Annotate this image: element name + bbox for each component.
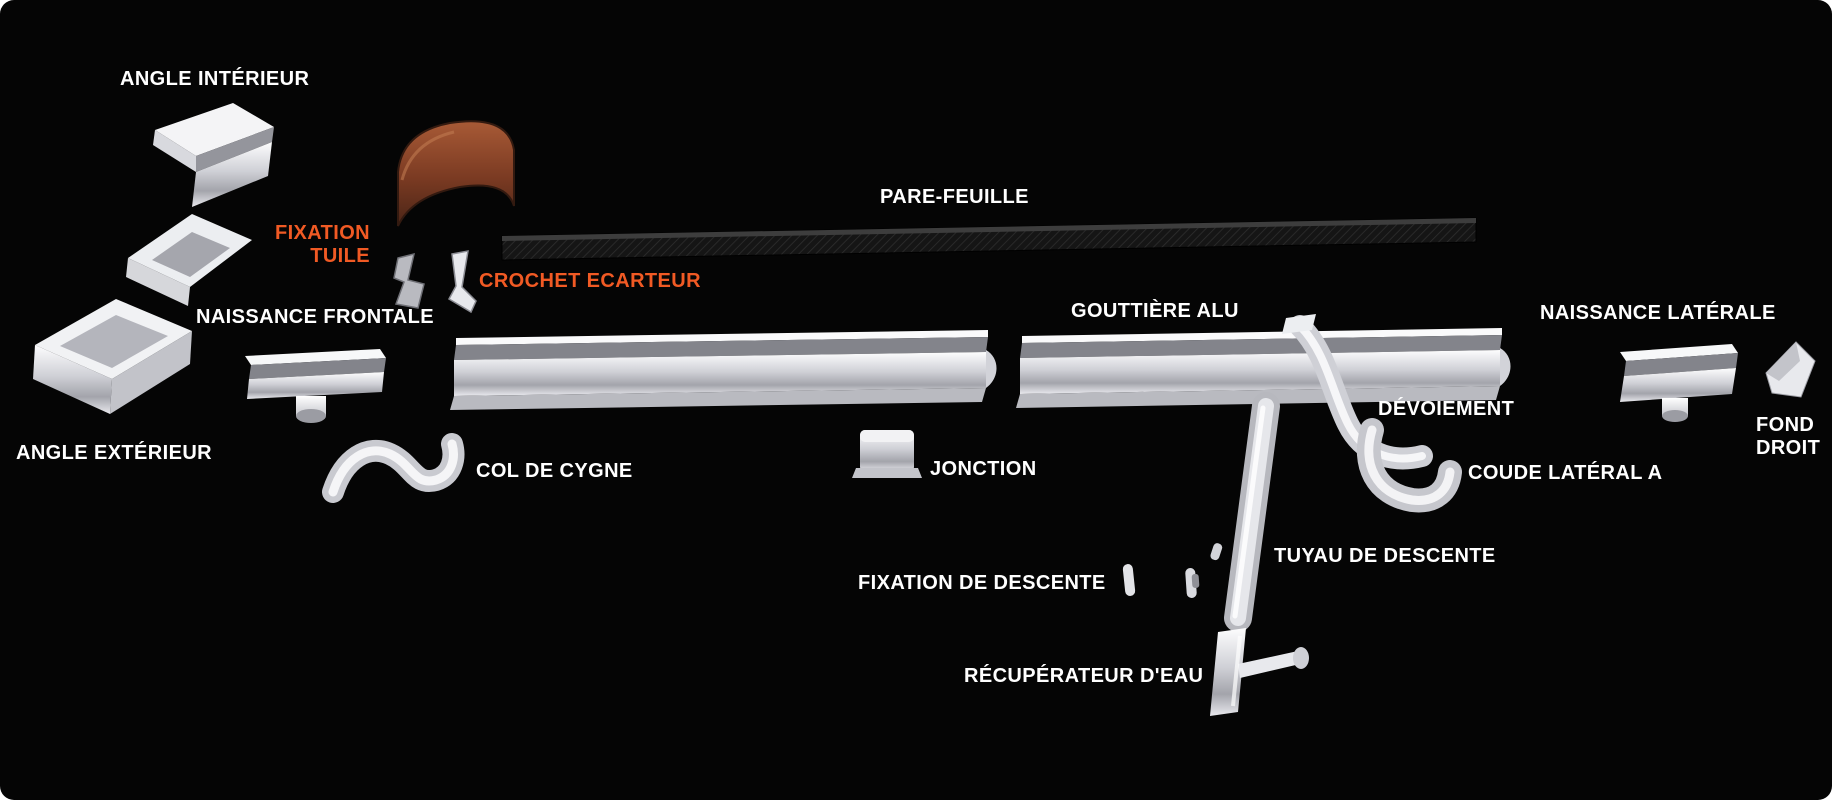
label-angle-exterieur: ANGLE EXTÉRIEUR: [16, 442, 213, 464]
label-pare-feuille: PARE-FEUILLE: [880, 186, 1029, 208]
roof-tile-part: [397, 120, 515, 227]
recuperateur-deau-part: [1210, 628, 1309, 716]
label-coude-lateral-a: COUDE LATÉRAL A: [1468, 462, 1663, 484]
label-recuperateur-deau: RÉCUPÉRATEUR D'EAU: [964, 665, 1204, 687]
angle-v-piece: [126, 214, 252, 306]
angle-exterieur-part: [33, 299, 192, 414]
label-tuyau-de-descente: TUYAU DE DESCENTE: [1274, 545, 1496, 567]
jonction-part: [852, 430, 922, 478]
crochet-ecarteur-part: [447, 250, 477, 314]
label-devoiement: DÉVOIEMENT: [1378, 398, 1515, 420]
naissance-frontale-part: [245, 349, 386, 423]
devoiement-part: [1282, 314, 1433, 470]
fixation-tuile-part: [393, 252, 425, 309]
col-de-cygne-part: [322, 433, 465, 503]
label-naissance-laterale: NAISSANCE LATÉRALE: [1540, 302, 1776, 324]
pare-feuille-part: [501, 217, 1477, 261]
label-angle-interieur: ANGLE INTÉRIEUR: [120, 68, 310, 90]
fond-droit-part: [1765, 341, 1816, 398]
label-fixation-de-descente: FIXATION DE DESCENTE: [858, 572, 1106, 594]
label-crochet-ecarteur: CROCHET ECARTEUR: [479, 270, 701, 292]
label-col-de-cygne: COL DE CYGNE: [476, 460, 633, 482]
gouttiere-right-part: [1016, 328, 1511, 408]
fixation-de-descente-part: [1122, 543, 1223, 598]
label-jonction: JONCTION: [930, 458, 1037, 480]
coude-lateral-a-part: [1356, 418, 1462, 513]
angle-interieur-part: [153, 103, 274, 207]
label-fixation-tuile: FIXATION TUILE: [274, 222, 370, 267]
label-gouttiere-alu: GOUTTIÈRE ALU: [1071, 300, 1239, 322]
label-naissance-frontale: NAISSANCE FRONTALE: [196, 306, 434, 328]
gouttiere-left-part: [450, 330, 997, 410]
label-fond-droit: FOND DROIT: [1756, 414, 1821, 459]
naissance-laterale-part: [1620, 344, 1738, 422]
tuyau-de-descente-part: [1224, 392, 1280, 632]
